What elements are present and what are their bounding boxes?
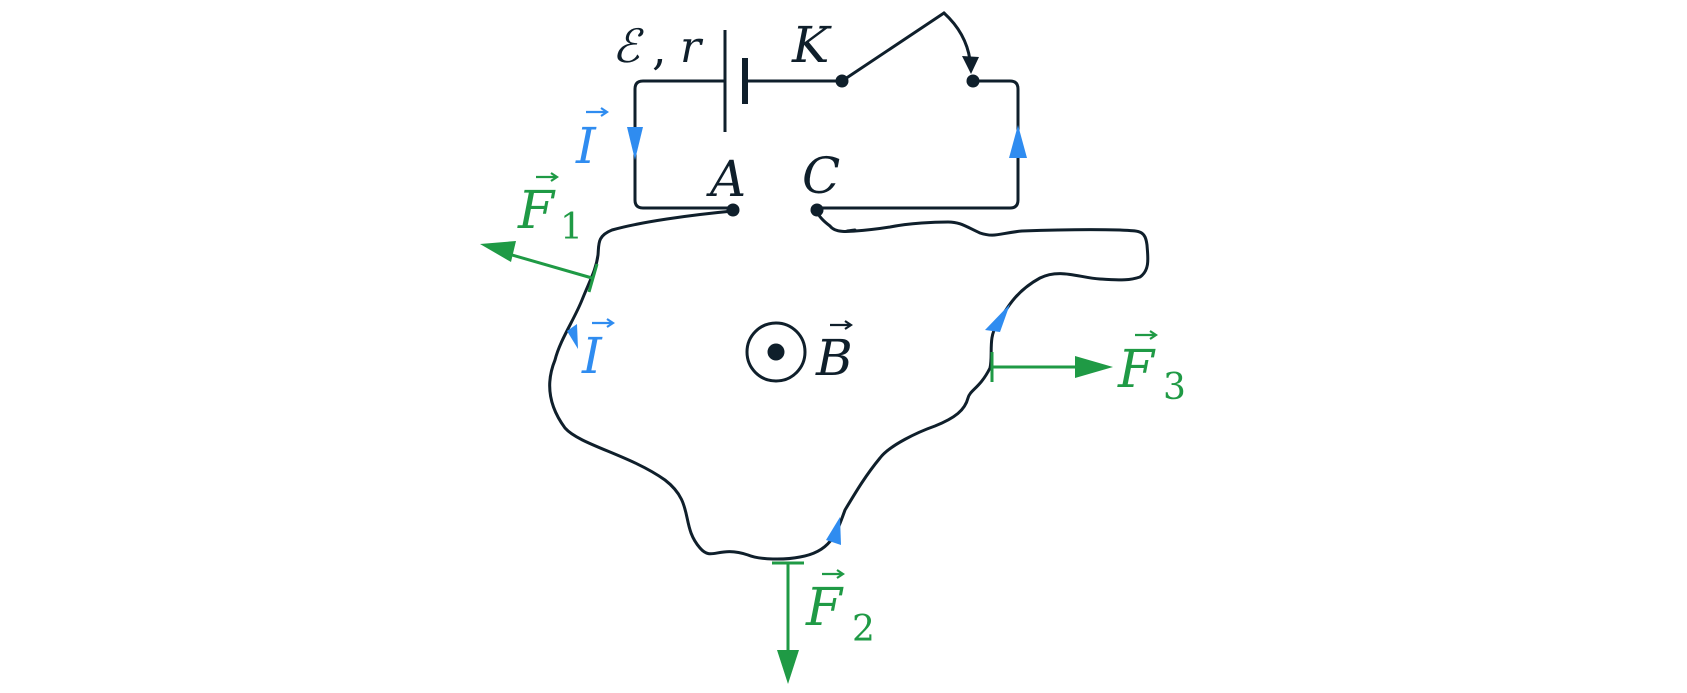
vector-arrow-icon bbox=[590, 317, 615, 329]
current-label-top: I bbox=[575, 117, 597, 175]
force2-label: F bbox=[805, 578, 844, 638]
force3-subscript: 3 bbox=[1163, 367, 1186, 408]
current-arrow-loop-right bbox=[985, 304, 1010, 332]
force1-arrowhead bbox=[480, 241, 516, 262]
switch-closing-arrow bbox=[942, 11, 972, 62]
switch-arrowhead bbox=[962, 56, 979, 74]
current-arrow-loop-bottom bbox=[826, 517, 841, 545]
force3-label: F bbox=[1117, 340, 1156, 400]
force1-arrow-shaft bbox=[504, 251, 593, 280]
force1-subscript: 1 bbox=[560, 207, 583, 248]
vector-arrow-icon bbox=[584, 106, 609, 118]
current-arrow-loop-left bbox=[567, 324, 578, 349]
force2-arrowhead bbox=[777, 650, 799, 684]
switch-blade bbox=[840, 11, 946, 83]
wire-top-right bbox=[815, 79, 1020, 210]
terminal-switch-left bbox=[835, 74, 849, 88]
node-a-dot bbox=[726, 203, 740, 217]
wire-loop bbox=[548, 209, 1150, 561]
node-c-label: C bbox=[802, 147, 840, 205]
dot-in-circle-icon bbox=[745, 321, 807, 383]
switch-label: K bbox=[791, 16, 832, 74]
force2-subscript: 2 bbox=[852, 609, 875, 650]
vector-arrow-icon bbox=[1133, 329, 1158, 341]
force3-arrowhead bbox=[1075, 356, 1113, 378]
emf-label: ℰ bbox=[612, 19, 644, 73]
resistance-label: r bbox=[680, 22, 704, 73]
field-label: B bbox=[815, 329, 853, 387]
terminal-switch-right bbox=[966, 74, 980, 88]
emf-separator: , bbox=[652, 21, 667, 75]
force1-label: F bbox=[517, 181, 556, 241]
current-arrow-right-wire bbox=[1009, 125, 1027, 158]
current-arrow-left-wire bbox=[627, 127, 643, 160]
node-a-label: A bbox=[706, 150, 746, 208]
current-label-loop: I bbox=[581, 327, 603, 385]
vector-arrow-icon bbox=[820, 568, 845, 580]
node-c-dot bbox=[810, 203, 824, 217]
force1-tick bbox=[587, 263, 599, 293]
vector-arrow-icon bbox=[534, 171, 559, 183]
vector-arrow-icon bbox=[828, 319, 853, 331]
